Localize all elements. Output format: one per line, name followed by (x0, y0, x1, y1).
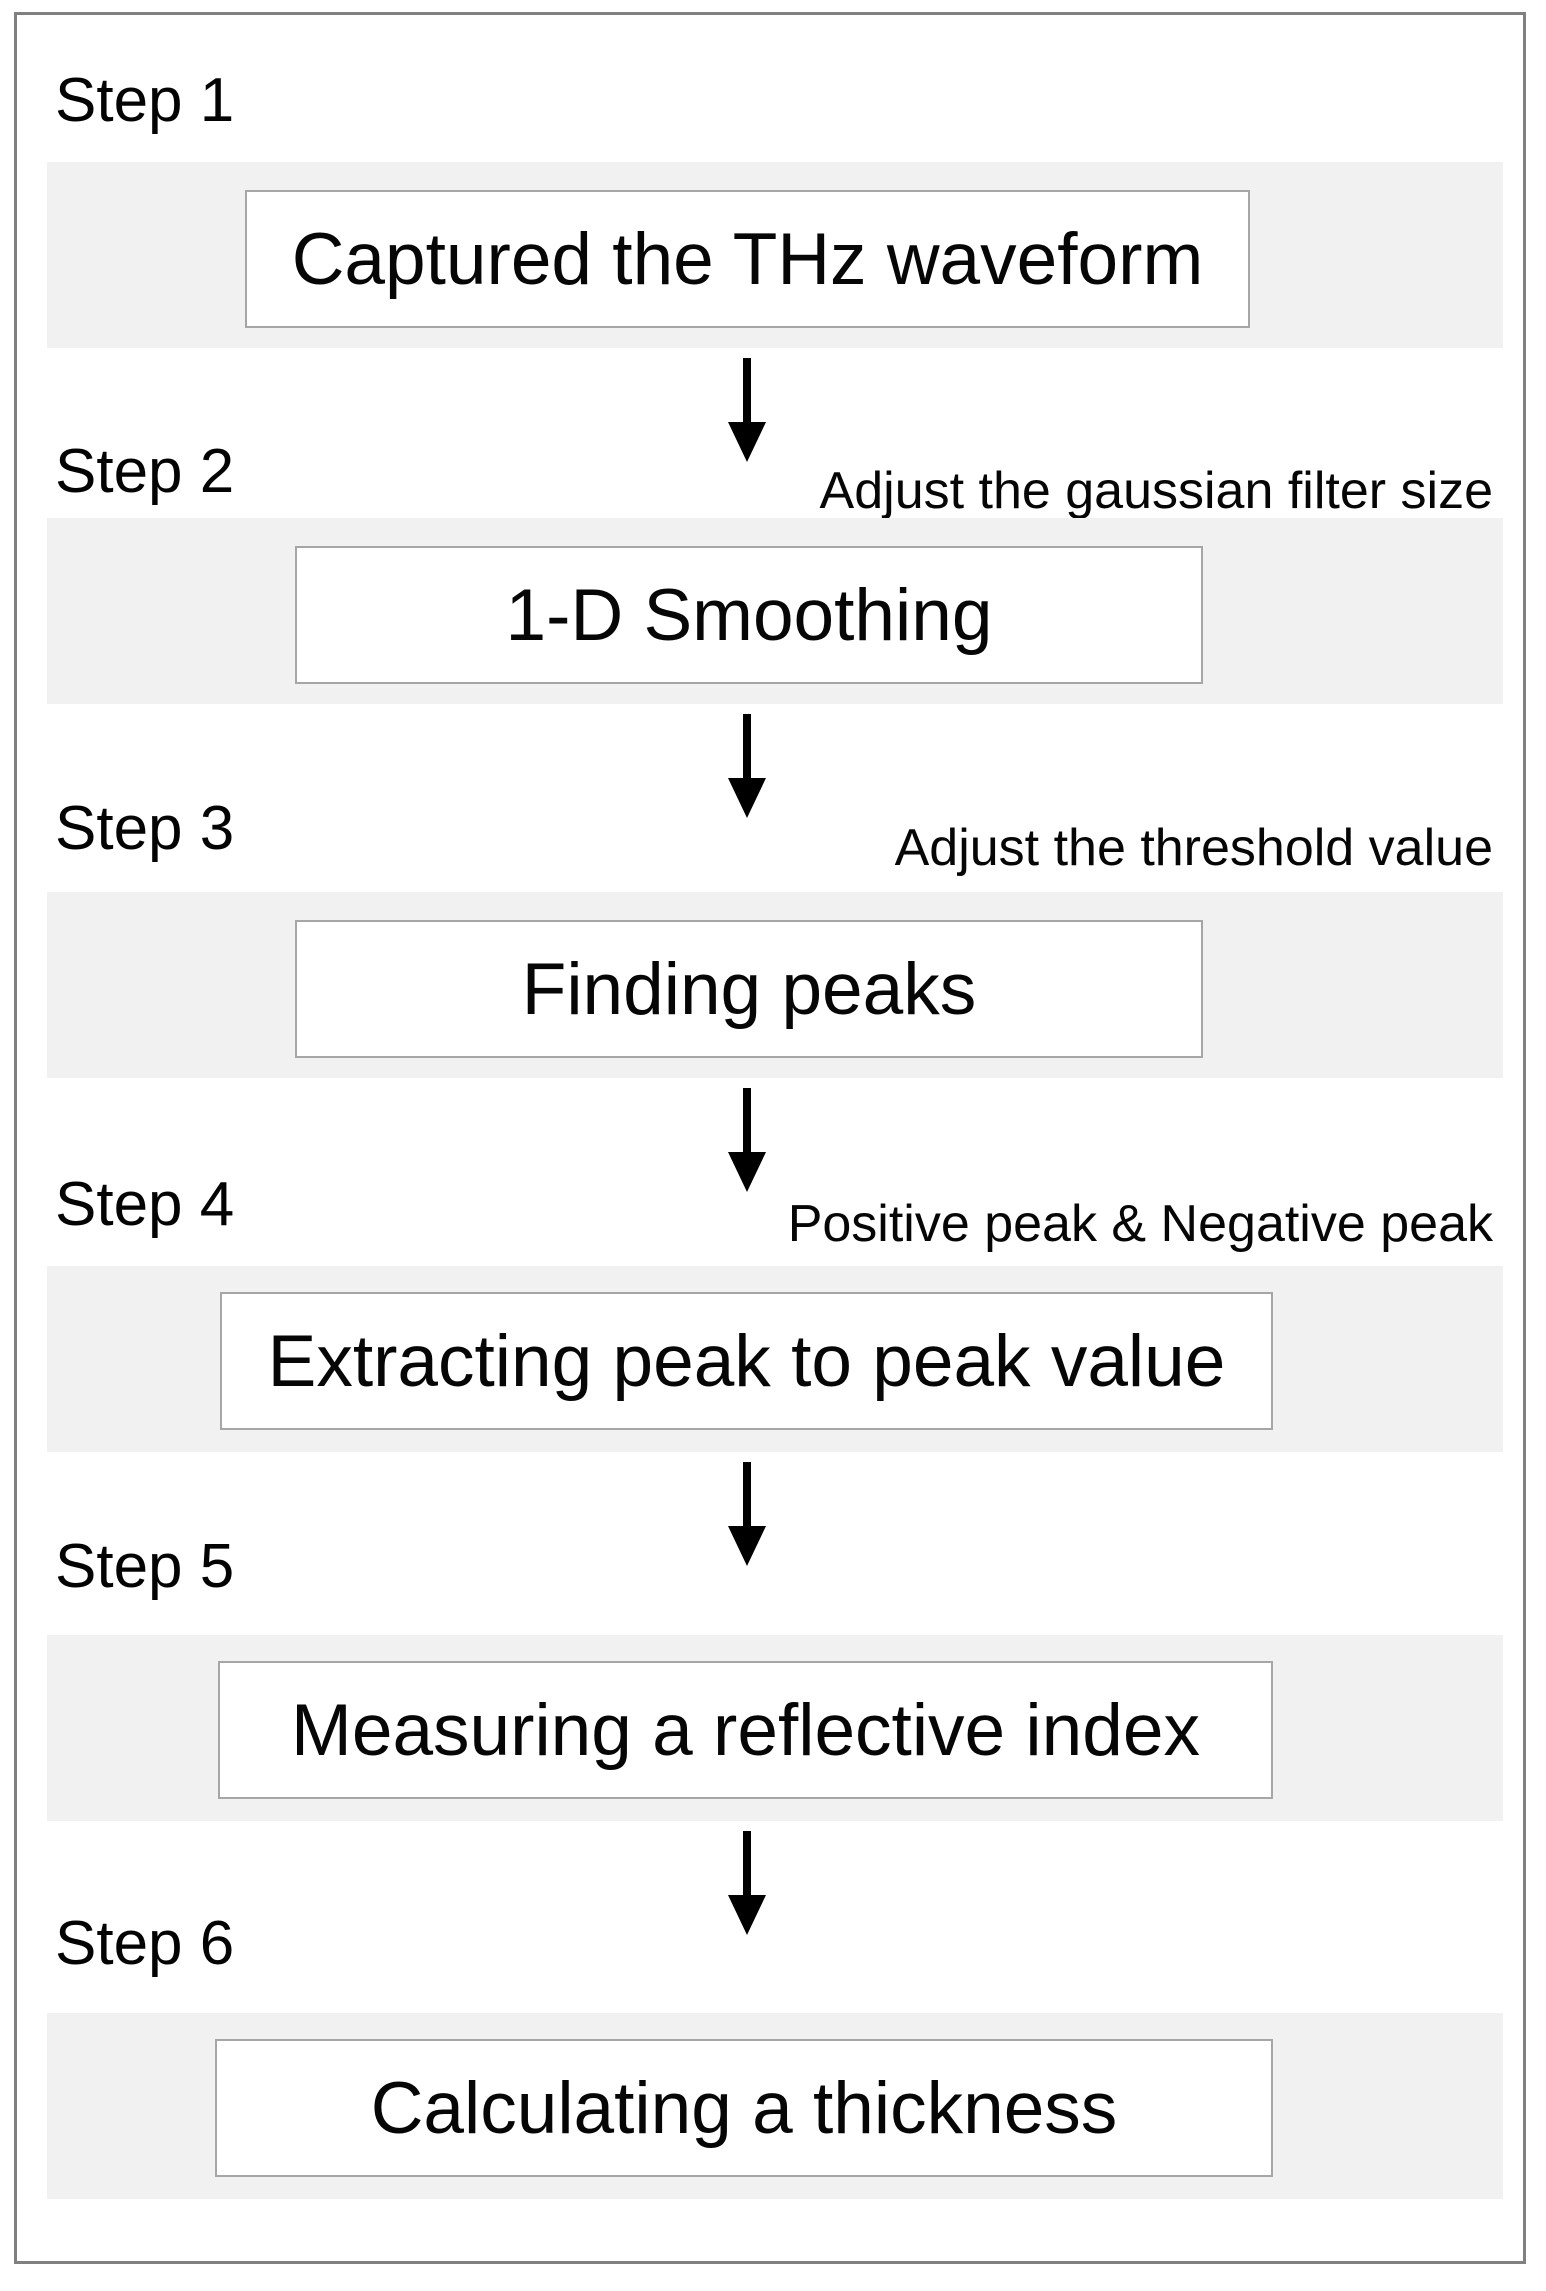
step-2-process-box: 1-D Smoothing (295, 546, 1203, 684)
arrow-head (728, 1526, 766, 1566)
step-6-process-label: Calculating a thickness (370, 2067, 1118, 2149)
step-4-process-box: Extracting peak to peak value (220, 1292, 1273, 1430)
step-4-label: Step 4 (55, 1170, 235, 1239)
down-arrow-icon (728, 1462, 766, 1566)
step-2-annotation: Adjust the gaussian filter size (819, 462, 1493, 520)
arrow-head (728, 422, 766, 462)
step-2-process-label: 1-D Smoothing (505, 574, 993, 656)
step-3-process-box: Finding peaks (295, 920, 1203, 1058)
arrow-shaft (743, 1831, 751, 1897)
step-4-annotation: Positive peak & Negative peak (787, 1195, 1493, 1253)
arrow-shaft (743, 1462, 751, 1528)
step-5-process-label: Measuring a reflective index (291, 1689, 1200, 1771)
arrow-shaft (743, 1088, 751, 1154)
step-1-label: Step 1 (55, 66, 235, 135)
flowchart-frame (14, 12, 1526, 2264)
step-6-label: Step 6 (55, 1909, 235, 1978)
down-arrow-icon (728, 1088, 766, 1192)
step-3-annotation: Adjust the threshold value (894, 819, 1493, 877)
arrow-head (728, 778, 766, 818)
arrow-head (728, 1895, 766, 1935)
step-1-process-label: Captured the THz waveform (291, 218, 1204, 300)
step-1-process-box: Captured the THz waveform (245, 190, 1250, 328)
step-2-label: Step 2 (55, 437, 235, 506)
down-arrow-icon (728, 358, 766, 462)
step-4-process-label: Extracting peak to peak value (267, 1320, 1226, 1402)
step-6-process-box: Calculating a thickness (215, 2039, 1273, 2177)
step-5-label: Step 5 (55, 1532, 235, 1601)
arrow-head (728, 1152, 766, 1192)
step-3-label: Step 3 (55, 794, 235, 863)
arrow-shaft (743, 358, 751, 424)
arrow-shaft (743, 714, 751, 780)
step-3-process-label: Finding peaks (521, 948, 977, 1030)
step-5-process-box: Measuring a reflective index (218, 1661, 1273, 1799)
down-arrow-icon (728, 714, 766, 818)
down-arrow-icon (728, 1831, 766, 1935)
